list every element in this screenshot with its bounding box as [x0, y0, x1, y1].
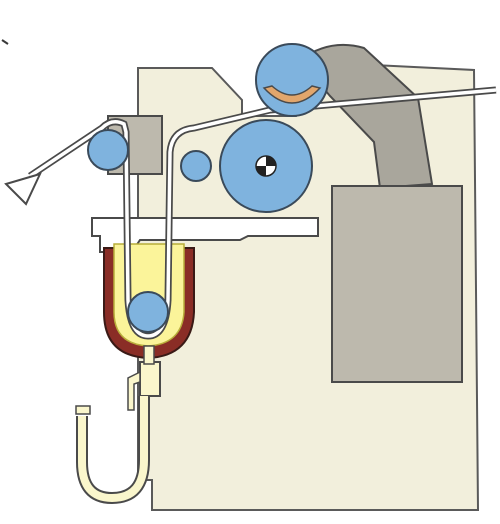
- feed-funnel: [4, 172, 42, 206]
- left-guide-roller: [87, 129, 129, 171]
- drain-valve-body: [139, 361, 161, 397]
- shelf-plate: [91, 217, 319, 253]
- small-guide-roller: [180, 150, 212, 182]
- drain-stem: [143, 345, 155, 365]
- cabinet-box: [331, 185, 463, 383]
- paper-web: [29, 88, 497, 338]
- drain-side-tab: [127, 370, 141, 411]
- drain-pipe-fill: [78, 396, 148, 503]
- dip-roller: [127, 291, 169, 333]
- drum-hub-quarter-b: [256, 166, 266, 176]
- drum-hub-quarter-a: [266, 156, 276, 166]
- drain-pipe: [76, 396, 150, 505]
- press-pad: [262, 85, 322, 104]
- pipe-cap: [75, 405, 91, 415]
- corner-tick: [1, 39, 9, 45]
- top-press-roller: [255, 43, 329, 117]
